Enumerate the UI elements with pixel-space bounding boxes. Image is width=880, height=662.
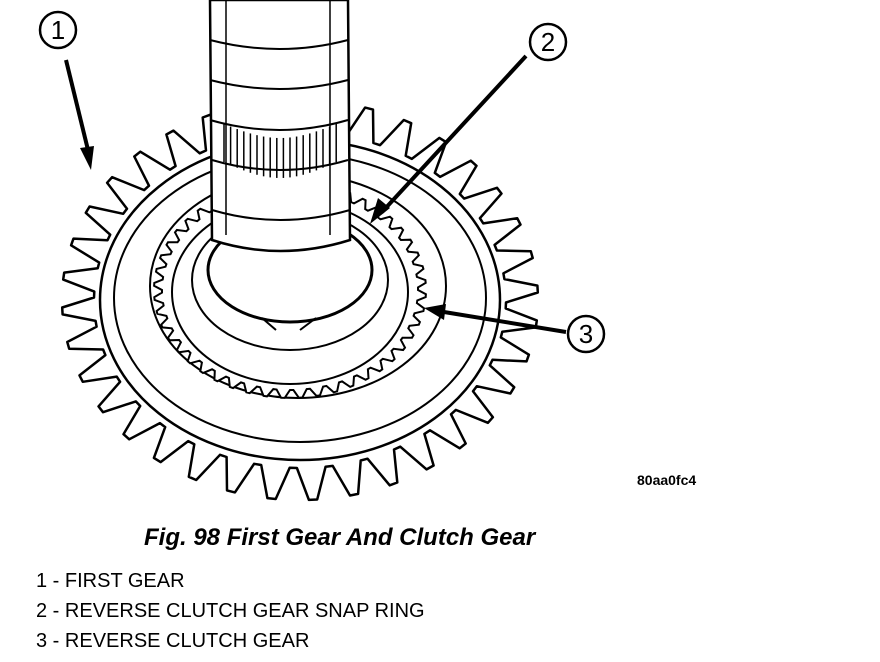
legend-number: 3 xyxy=(36,630,48,652)
legend-item: 2 - REVERSE CLUTCH GEAR SNAP RING xyxy=(36,600,425,622)
callout-2-number: 2 xyxy=(541,27,555,57)
legend-number: 1 xyxy=(36,570,48,592)
legend-text: REVERSE CLUTCH GEAR SNAP RING xyxy=(64,600,425,622)
output-shaft xyxy=(208,0,352,253)
callout-3: 3 xyxy=(424,304,606,354)
legend: 1 - FIRST GEAR 2 - REVERSE CLUTCH GEAR S… xyxy=(36,566,425,656)
legend-number: 2 xyxy=(36,600,48,622)
legend-item: 1 - FIRST GEAR xyxy=(36,570,185,592)
gear-assembly-diagram: 1 2 3 xyxy=(38,0,606,502)
legend-item: 3 - REVERSE CLUTCH GEAR xyxy=(36,630,310,652)
callout-1: 1 xyxy=(38,10,94,170)
snap-ring-gap xyxy=(261,317,317,331)
callout-2: 2 xyxy=(370,22,568,224)
figure-caption: Fig. 98 First Gear And Clutch Gear xyxy=(144,524,536,551)
callout-1-number: 1 xyxy=(51,15,65,45)
legend-text: REVERSE CLUTCH GEAR xyxy=(64,630,310,652)
callout-3-number: 3 xyxy=(579,319,593,349)
figure-reference-id: 80aa0fc4 xyxy=(637,472,697,488)
legend-text: FIRST GEAR xyxy=(64,570,185,592)
